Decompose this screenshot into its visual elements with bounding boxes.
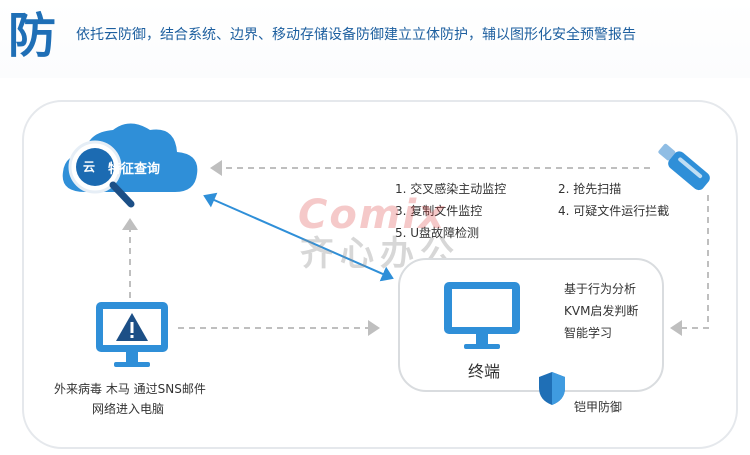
cloud-small-label: 云 xyxy=(83,160,96,174)
header-banner: 防 依托云防御，结合系统、边界、移动存储设备防御建立立体防护，辅以图形化安全预警… xyxy=(0,0,750,78)
endpoint-feature-1: 基于行为分析 xyxy=(564,282,637,296)
warning-monitor-icon xyxy=(96,302,168,367)
feature-item-5: 5. U盘故障检测 xyxy=(395,226,480,240)
usb-drive-icon xyxy=(658,143,710,191)
feature-item-3: 3. 复制文件监控 xyxy=(395,204,483,218)
endpoint-feature-3: 智能学习 xyxy=(564,326,613,340)
usb-to-endpoint-arrow xyxy=(670,195,709,336)
feature-item-2: 2. 抢先扫描 xyxy=(558,182,622,196)
header-description: 依托云防御，结合系统、边界、移动存储设备防御建立立体防护，辅以图形化安全预警报告 xyxy=(76,27,636,43)
endpoint-label: 终端 xyxy=(468,362,501,381)
feature-item-1: 1. 交叉感染主动监控 xyxy=(395,182,507,196)
shield-label: 铠甲防御 xyxy=(574,400,623,414)
endpoint-monitor-icon xyxy=(444,282,520,349)
endpoint-box xyxy=(398,258,664,392)
endpoint-feature-2: KVM启发判断 xyxy=(564,304,639,318)
cloud-icon xyxy=(62,123,198,208)
watermark-logo: Comix xyxy=(298,192,447,238)
threat-label-line2: 网络进入电脑 xyxy=(92,402,165,416)
header-title-char: 防 xyxy=(8,8,57,64)
shield-icon xyxy=(539,372,565,405)
feature-item-4: 4. 可疑文件运行拦截 xyxy=(558,204,670,218)
cloud-endpoint-link xyxy=(203,192,394,282)
cloud-label: 特征查询 xyxy=(108,162,161,177)
threat-label-line1: 外来病毒 木马 通过SNS邮件 xyxy=(54,382,206,396)
